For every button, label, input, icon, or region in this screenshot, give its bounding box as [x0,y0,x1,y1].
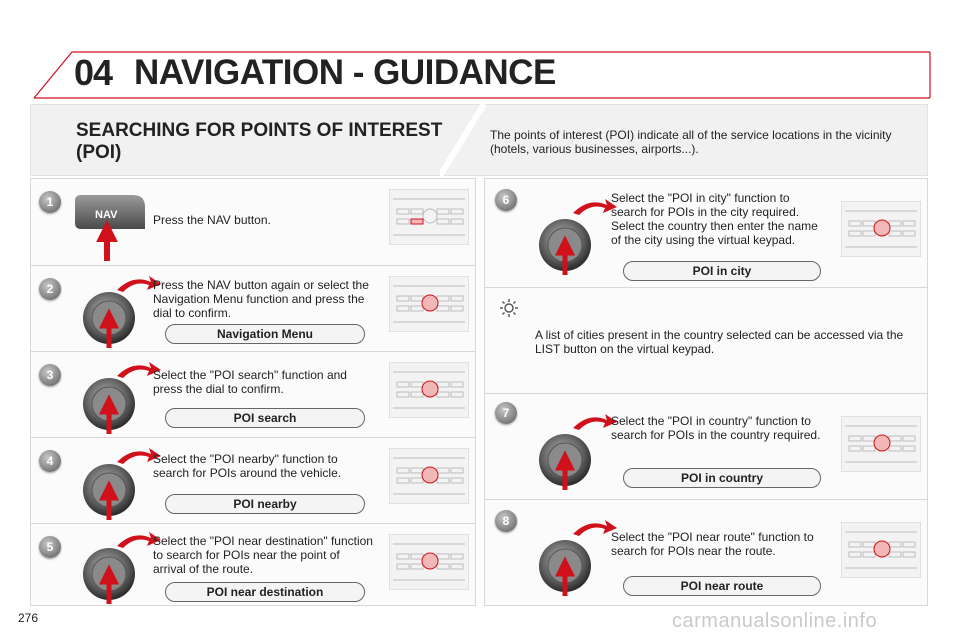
step-row-6: 6 Select the "POI in city" function to s… [485,179,927,287]
step-badge: 8 [495,510,517,532]
rotary-dial-icon [83,448,161,520]
step-row-3: 3 Select the "POI search" function and p… [31,351,475,437]
chapter-title: NAVIGATION - GUIDANCE [134,53,556,92]
step-badge: 7 [495,402,517,424]
step-text: Select the "POI in country" function to … [611,414,821,442]
menu-item-poi-in-city[interactable]: POI in city [623,261,821,281]
right-steps-panel: 6 Select the "POI in city" function to s… [484,178,928,606]
menu-item-poi-near-destination[interactable]: POI near destination [165,582,365,602]
intro-text: The points of interest (POI) indicate al… [490,128,892,156]
radio-panel-thumbnail [389,362,469,418]
menu-item-poi-search[interactable]: POI search [165,408,365,428]
chapter-number: 04 [74,52,113,93]
watermark: carmanualsonline.info [672,610,878,632]
step-text: Press the NAV button. [153,213,271,227]
step-row-5: 5 Select the "POI near destination" func… [31,523,475,607]
menu-item-poi-near-route[interactable]: POI near route [623,576,821,596]
step-badge: 3 [39,364,61,386]
step-row-8: 8 Select the "POI near route" function t… [485,499,927,607]
step-text: Select the "POI search" function and pre… [153,368,347,396]
section-title: SEARCHING FOR POINTS OF INTEREST (POI) [76,120,443,163]
left-steps-panel: 1 NAV Press the NAV button. 2 [30,178,476,606]
menu-item-navigation-menu[interactable]: Navigation Menu [165,324,365,344]
menu-item-poi-nearby[interactable]: POI nearby [165,494,365,514]
rotary-dial-icon [83,362,161,434]
tip-sun-icon [500,299,518,317]
radio-panel-thumbnail [389,189,469,245]
menu-item-poi-in-country[interactable]: POI in country [623,468,821,488]
step-badge: 2 [39,278,61,300]
radio-panel-thumbnail [841,416,921,472]
step-row-1: 1 NAV Press the NAV button. [31,179,475,265]
page-number: 276 [18,611,39,625]
step-badge: 4 [39,450,61,472]
tip-text: A list of cities present in the country … [535,328,904,356]
step-badge: 1 [39,191,61,213]
rotary-dial-icon [539,520,617,596]
rotary-dial-icon [539,199,617,275]
header-frame [33,51,931,99]
radio-panel-thumbnail [389,448,469,504]
step-row-2: 2 Press the NAV button again or select t… [31,265,475,351]
rotary-dial-icon [83,276,161,348]
section-divider [440,104,487,176]
step-text: Press the NAV button again or select the… [153,278,369,320]
step-row-7: 7 Select the "POI in country" function t… [485,393,927,499]
radio-panel-thumbnail [841,201,921,257]
radio-panel-thumbnail [389,534,469,590]
radio-panel-thumbnail [389,276,469,332]
step-text: Select the "POI near route" function to … [611,530,814,558]
nav-button-icon: NAV [75,195,145,261]
step-text: Select the "POI near destination" functi… [153,534,373,576]
step-text: Select the "POI in city" function to sea… [611,191,818,247]
nav-button-label: NAV [95,209,118,221]
step-text: Select the "POI nearby" function to sear… [153,452,342,480]
rotary-dial-icon [539,414,617,490]
step-row-4: 4 Select the "POI nearby" function to se… [31,437,475,523]
rotary-dial-icon [83,532,161,604]
step-badge: 6 [495,189,517,211]
radio-panel-thumbnail [841,522,921,578]
tip-row: A list of cities present in the country … [485,287,927,393]
step-badge: 5 [39,536,61,558]
